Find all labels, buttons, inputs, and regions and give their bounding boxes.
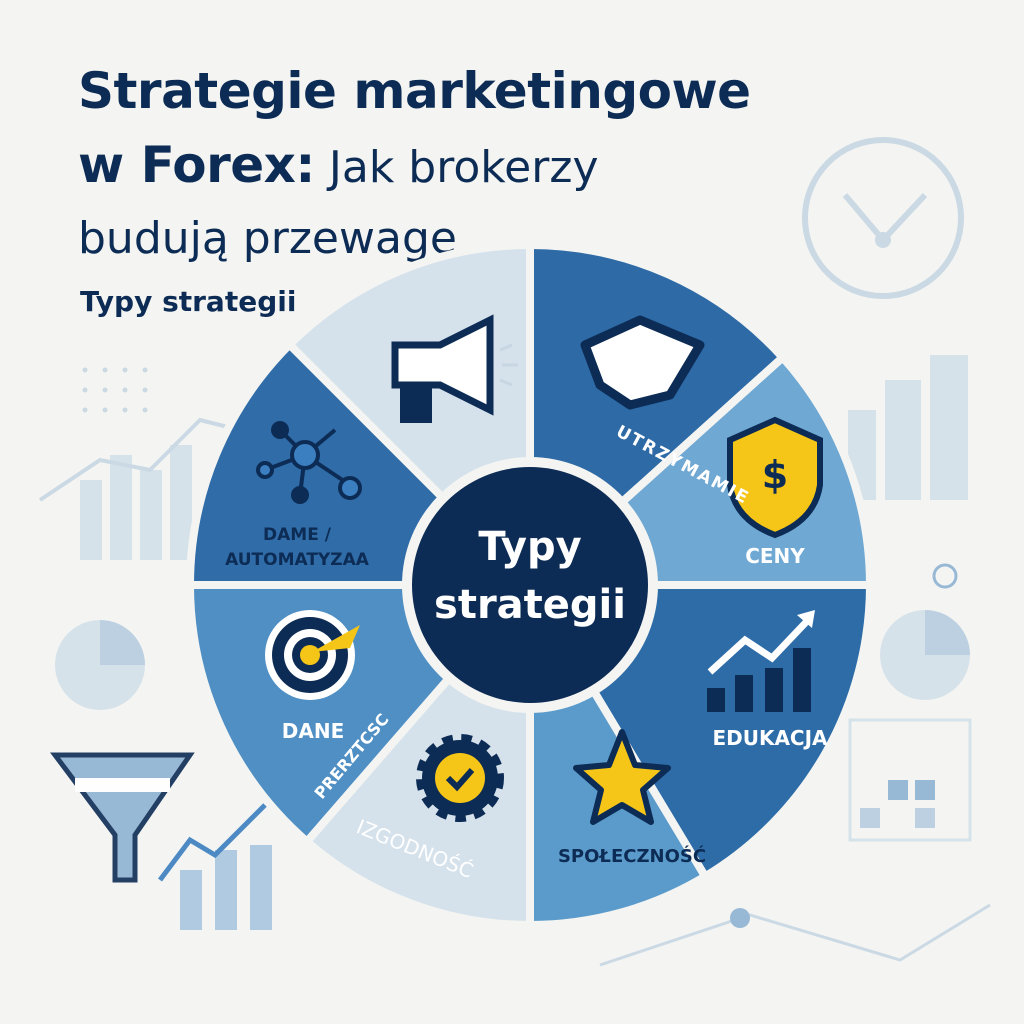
trend-line-bottom (599, 903, 991, 967)
center-circle (412, 467, 648, 703)
center-label-line2: strategii (434, 582, 626, 628)
center-label-line1: Typy (478, 524, 581, 570)
segment-label-ceny: CENY (745, 544, 805, 568)
shield-dollar-icon: $ (727, 416, 823, 539)
dot-grid-icon (82, 367, 148, 413)
gear-check-icon (416, 734, 504, 822)
handshake-icon (580, 315, 705, 410)
grid-squares-icon (848, 718, 972, 842)
segment-label-dane-automatyzacja-2: AUTOMATYZAA (225, 550, 370, 570)
clock-icon (802, 137, 964, 299)
growth-chart-icon (707, 610, 815, 712)
subtitle: Typy strategii (80, 285, 297, 318)
segment-label-spolecznosc: SPOŁECZNOŚĆ (558, 845, 706, 867)
star-icon (573, 729, 671, 825)
segment-label-dane: DANE (282, 719, 344, 743)
svg-text:$: $ (762, 453, 788, 497)
megaphone-icon (391, 314, 518, 423)
title-line-2-bold: w Forex: (78, 136, 315, 194)
node-marker (932, 563, 958, 589)
page-title: Strategie marketingowe w Forex: Jak brok… (78, 60, 751, 279)
title-line-3: budują przewagę (78, 213, 457, 264)
pie-chart-right-icon (880, 610, 970, 700)
segment-label-dane-automatyzacja-1: DAME / (263, 525, 332, 545)
title-line-1: Strategie marketingowe (78, 62, 751, 120)
network-icon (256, 421, 362, 504)
pie-chart-left-icon (55, 620, 145, 710)
funnel-icon (50, 752, 195, 883)
title-line-2-light: Jak brokerzy (314, 142, 599, 193)
segment-label-edukacja: EDUKACJA (712, 726, 828, 750)
target-icon (265, 610, 360, 700)
bar-chart-left-icon (80, 445, 192, 560)
bar-chart-right-icon (848, 355, 968, 500)
bar-chart-bottom-left-icon (180, 845, 272, 930)
trend-arrow-bottom-left (158, 803, 267, 882)
dot-marker (730, 908, 750, 928)
background-decorations (38, 137, 991, 967)
trend-line-left (38, 417, 241, 502)
